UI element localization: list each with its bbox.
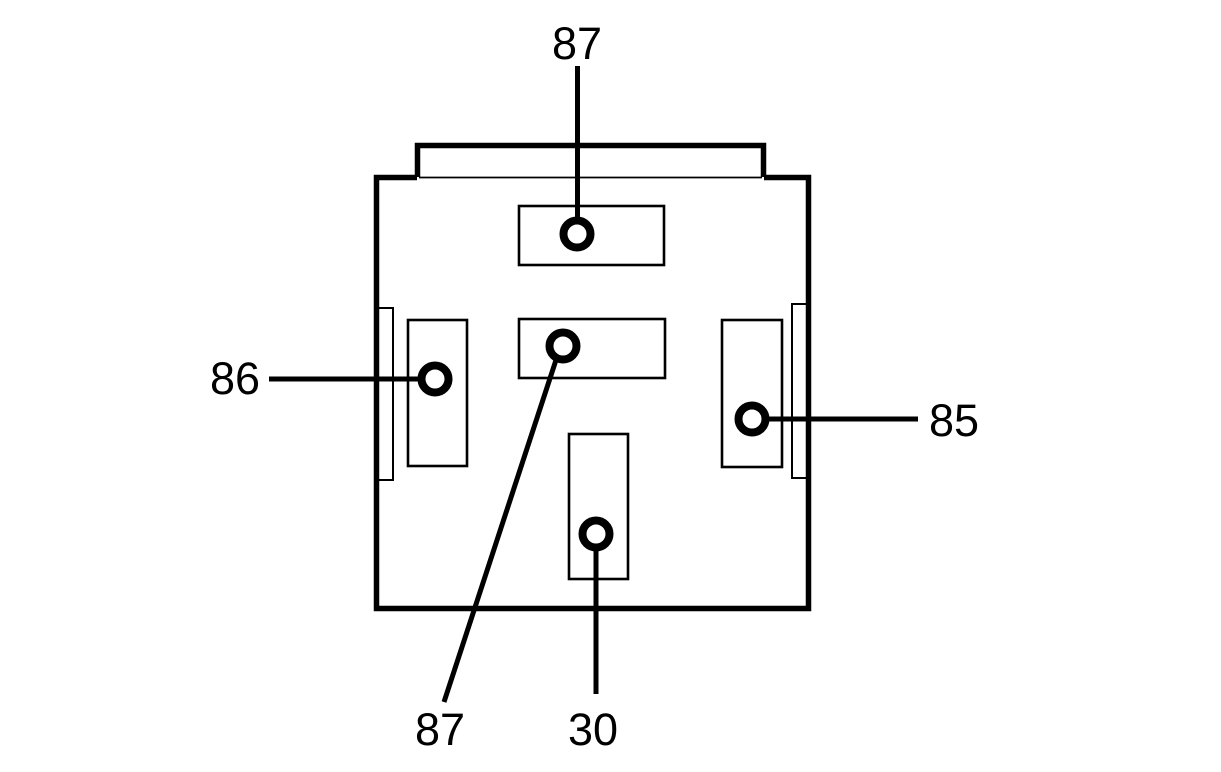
pin-hole-center-87 bbox=[545, 328, 581, 364]
right-flange-strip bbox=[791, 303, 809, 479]
pin-label-85: 85 bbox=[929, 395, 979, 446]
relay-body-outline bbox=[373, 174, 812, 612]
pin-hole-top-87 bbox=[559, 216, 595, 252]
pin-label-86: 86 bbox=[210, 353, 260, 404]
pin-label-center-87: 87 bbox=[415, 704, 465, 755]
leader-line-center-87 bbox=[441, 359, 559, 703]
pin-label-top-87: 87 bbox=[552, 18, 602, 69]
pin-slot-right bbox=[720, 318, 784, 469]
pin-label-30: 30 bbox=[568, 704, 618, 755]
pin-hole-86 bbox=[417, 361, 453, 397]
left-flange-strip bbox=[376, 307, 394, 481]
pin-hole-85 bbox=[734, 401, 770, 437]
pin-slot-left bbox=[406, 318, 469, 468]
pin-slot-center bbox=[517, 317, 667, 380]
relay-top-tab bbox=[414, 142, 767, 177]
pin-slot-top bbox=[517, 204, 666, 267]
pin-hole-30 bbox=[578, 516, 614, 552]
